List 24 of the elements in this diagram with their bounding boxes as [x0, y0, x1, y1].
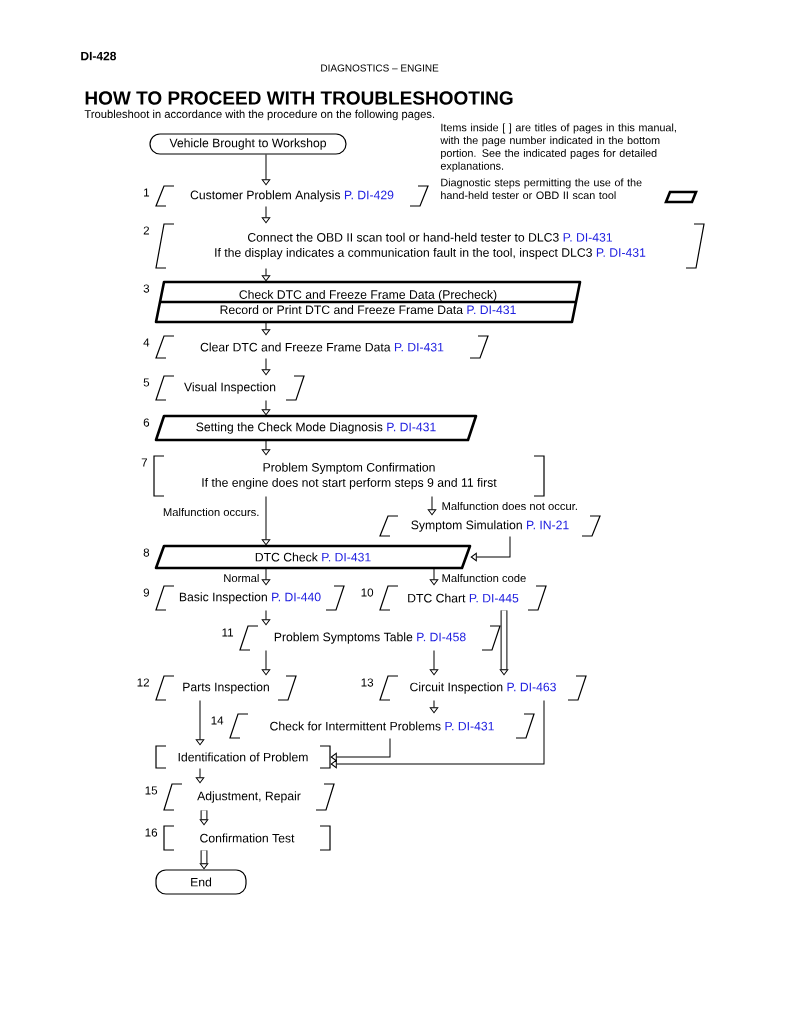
- title: HOW TO PROCEED WITH TROUBLESHOOTING: [85, 91, 513, 105]
- arrow: [429, 699, 439, 714]
- arrow: [499, 610, 509, 676]
- arrow: [330, 737, 391, 762]
- arrow: [429, 649, 439, 676]
- arrow: [195, 767, 205, 784]
- arrow: [261, 495, 271, 546]
- arrow: [261, 609, 271, 626]
- arrow: [261, 649, 271, 676]
- arrow: [261, 153, 271, 186]
- arrow: [470, 535, 511, 562]
- arrow: [261, 439, 271, 456]
- arrow: [261, 399, 271, 416]
- arrow: [429, 567, 439, 586]
- arrow: [261, 321, 271, 336]
- arrow: [261, 357, 271, 376]
- arrow: [261, 567, 271, 586]
- arrow: [427, 495, 437, 516]
- arrow: [261, 267, 271, 282]
- arrow: [199, 810, 209, 826]
- arrow: [195, 699, 205, 746]
- arrow: [199, 850, 209, 870]
- arrow: [330, 699, 545, 769]
- arrow: [261, 205, 271, 224]
